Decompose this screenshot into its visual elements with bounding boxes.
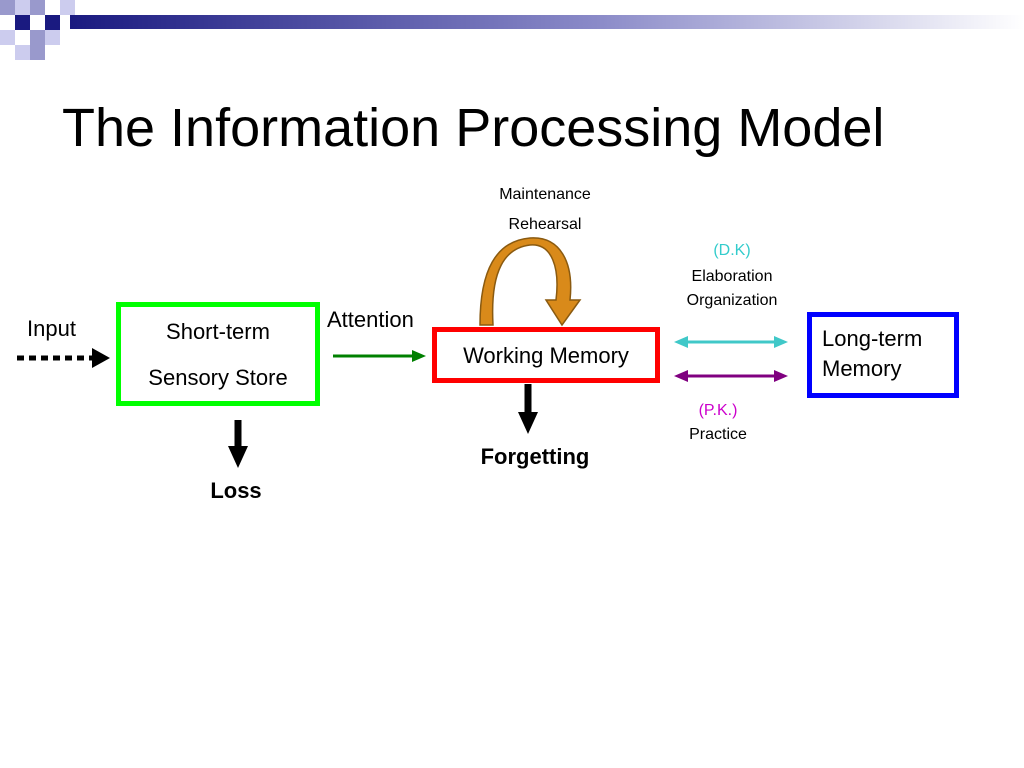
long-term-line1: Long-term [822, 326, 923, 351]
forgetting-arrow [518, 384, 538, 434]
working-memory-box: Working Memory [432, 327, 660, 383]
input-label: Input [27, 316, 76, 341]
sensory-store-line1: Short-term [166, 319, 270, 344]
rehearsal-arrow [479, 237, 582, 327]
practice-label: Practice [689, 426, 747, 443]
loss-label: Loss [210, 478, 262, 503]
loss-arrow [228, 420, 248, 468]
attention-arrow [333, 350, 426, 362]
dk-double-arrow [674, 336, 788, 348]
header-decoration [0, 0, 1024, 60]
organization-label: Organization [686, 292, 778, 309]
pk-double-arrow [674, 370, 788, 382]
pk-tag: (P.K.) [698, 402, 738, 419]
elaboration-label: Elaboration [691, 268, 773, 285]
long-term-memory-box: Long-term Memory [807, 312, 959, 398]
working-memory-label: Working Memory [463, 343, 629, 368]
sensory-store-box: Short-term Sensory Store [116, 302, 320, 406]
forgetting-label: Forgetting [480, 444, 590, 469]
long-term-line2: Memory [822, 356, 902, 381]
attention-label: Attention [327, 307, 414, 332]
input-arrow [17, 348, 110, 368]
rehearsal-label: Rehearsal [508, 216, 582, 233]
slide-title: The Information Processing Model [62, 98, 885, 158]
sensory-store-line2: Sensory Store [148, 365, 288, 390]
maintenance-label: Maintenance [499, 186, 591, 203]
dk-tag: (D.K) [713, 242, 751, 259]
